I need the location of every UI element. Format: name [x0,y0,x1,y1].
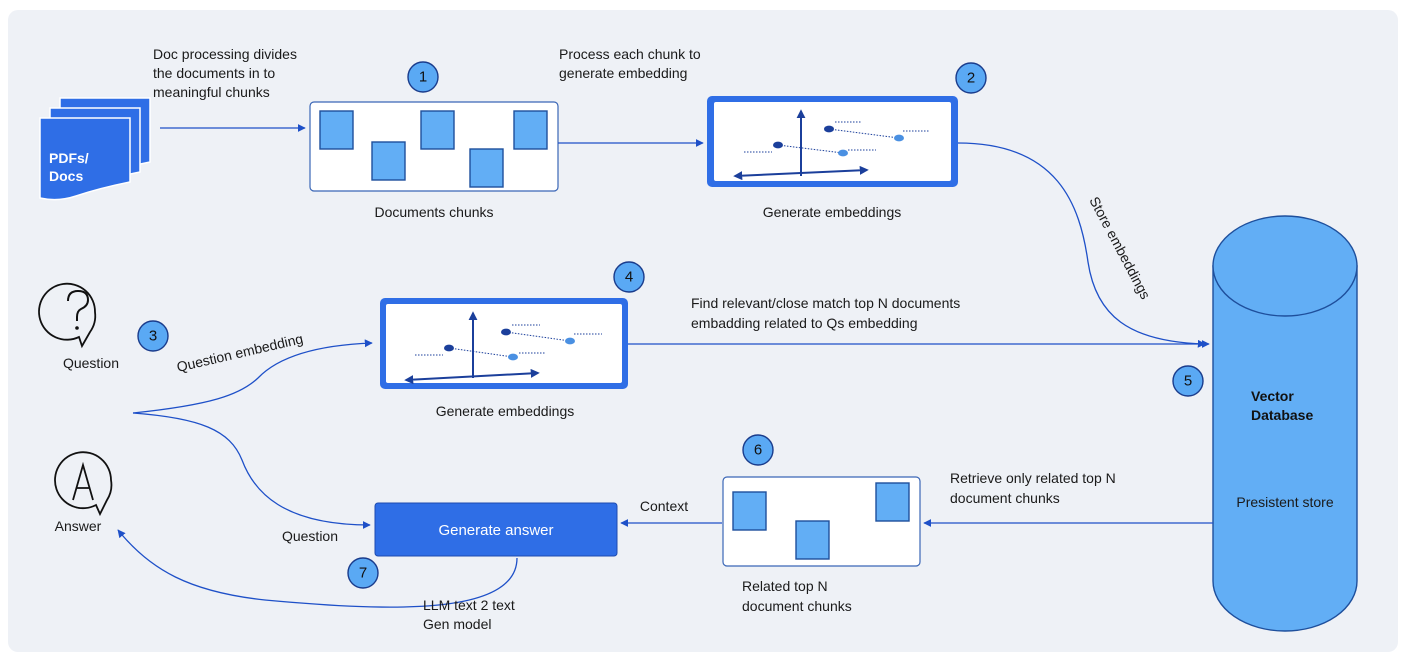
database-top [1212,215,1358,317]
chunk-block [732,491,767,531]
retrieve-line1: Retrieve only related top N [950,470,1116,486]
process-chunk-line2: generate embedding [559,65,687,81]
database-title-line2: Database [1251,407,1313,423]
step-4-number: 4 [625,269,633,286]
related-chunks-line1: Related top N [742,578,828,594]
embedding-point [508,353,518,361]
embedding-point [501,328,511,336]
x-axis-arrow [733,165,869,181]
store-embeddings-label: Store embeddings [1086,194,1153,302]
arrow-question-to-embedding [132,339,373,414]
process-chunk-line1: Process each chunk to [559,46,701,62]
question-embedding-label: Question embedding [175,330,304,375]
step-1-number: 1 [419,69,427,86]
step-1-badge [407,61,439,93]
step-2-badge [955,62,987,94]
doc-processing-line1: Doc processing divides [153,46,297,62]
doc-processing-line2: the documents in to [153,65,275,81]
find-relevant-line1: Find relevant/close match top N document… [691,295,960,311]
question-lower-label: Question [282,528,338,544]
step-7-number: 7 [359,565,367,582]
embeddings-canvas-top [714,102,951,181]
document-page-front [39,117,131,201]
generate-answer-box [374,502,618,557]
arrow-answer-return [117,529,518,608]
chunk-block [420,110,455,150]
diagram-panel [8,10,1398,652]
answer-bubble-outline [54,451,113,517]
documents-chunks-box [309,101,559,192]
related-chunks-line2: document chunks [742,598,852,614]
chunk-block [371,141,406,181]
embedding-point [444,344,454,352]
source-label-line1: PDFs/ [49,150,89,166]
embedding-point [838,149,848,157]
embeddings-canvas-middle [386,304,622,383]
chunk-block [795,520,830,560]
embedding-point [824,125,834,133]
step-6-number: 6 [754,442,762,459]
question-mark-glyph [67,289,90,321]
chunk-block [469,148,504,188]
llm-line1: LLM text 2 text [423,597,515,613]
step-4-badge [613,261,645,293]
source-label-line2: Docs [49,168,83,184]
question-bubble-icon [38,282,97,349]
chunk-block [319,110,354,150]
question-bubble-outline [38,282,97,349]
answer-label: Answer [55,518,102,534]
embeddings-box-middle [380,298,628,389]
generate-embeddings-top-label: Generate embeddings [763,204,902,220]
related-chunks-box [722,476,921,567]
chunk-block [513,110,548,150]
embedding-point [894,134,904,142]
step-2-number: 2 [967,70,975,87]
question-mark-dot [75,326,79,330]
x-axis-arrow [404,368,540,385]
embeddings-box-top [707,96,958,187]
step-5-badge [1172,365,1204,397]
generate-embeddings-mid-label: Generate embeddings [436,403,575,419]
vector-database: Vector Database Presistent store [1212,215,1358,632]
document-stack-icon: PDFs/ Docs [39,97,151,201]
database-title-line1: Vector [1251,388,1294,404]
step-6-badge [742,434,774,466]
chunk-block [875,482,910,522]
retrieve-line2: document chunks [950,490,1060,506]
step-3-number: 3 [149,328,157,345]
doc-processing-line3: meaningful chunks [153,84,270,100]
arrow-store-embeddings [957,142,1206,348]
database-subtitle: Presistent store [1236,494,1333,510]
embedding-point [565,337,575,345]
answer-letter-glyph [72,461,94,501]
question-label: Question [63,355,119,371]
generate-answer-label: Generate answer [438,522,553,539]
llm-line2: Gen model [423,616,491,632]
step-7-badge [347,557,379,589]
documents-chunks-label: Documents chunks [374,204,493,220]
database-body [1212,265,1358,632]
step-5-number: 5 [1184,373,1192,390]
embedding-point [773,141,783,149]
answer-bubble-icon [54,451,113,517]
find-relevant-line2: embadding related to Qs embedding [691,315,917,331]
arrow-question-to-answer-gen [132,412,371,529]
embedding-link [777,144,844,154]
context-label: Context [640,498,688,514]
step-3-badge [137,320,169,352]
